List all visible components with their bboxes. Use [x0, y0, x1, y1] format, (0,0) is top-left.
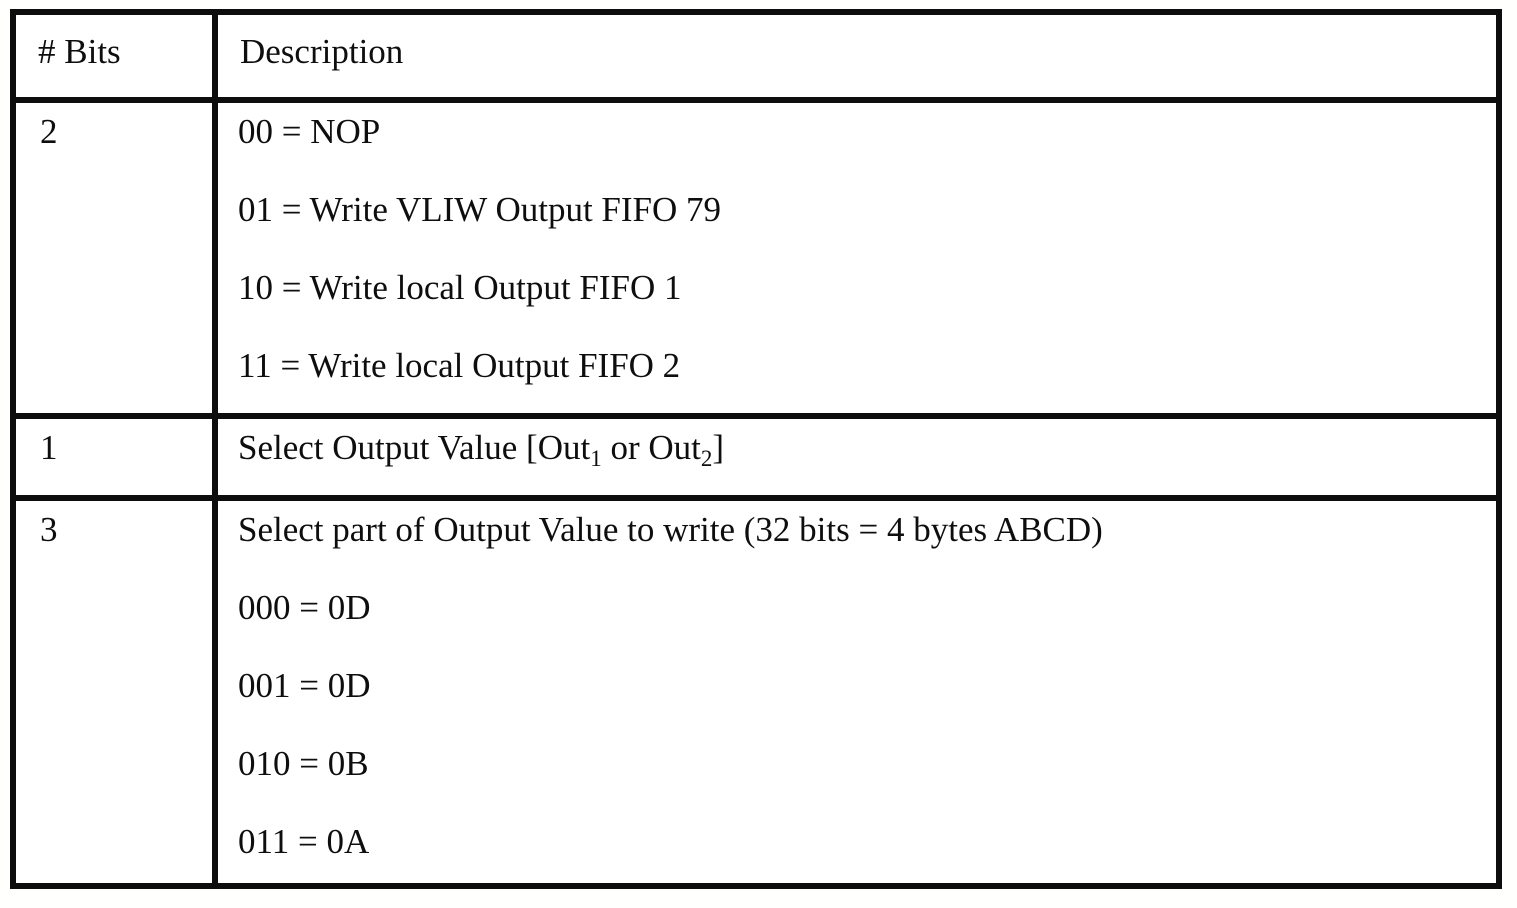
- description-text-segment: or Out: [601, 428, 701, 467]
- table-header-row: # Bits Description: [10, 9, 1502, 103]
- column-header-description: Description: [212, 9, 1502, 103]
- bits-description-table: # Bits Description 2 00 = NOP 01 = Write…: [10, 9, 1502, 889]
- description-line: 11 = Write local Output FIFO 2: [238, 346, 681, 385]
- description-line: 00 = NOP: [238, 112, 381, 151]
- description-text-segment: ]: [712, 428, 725, 467]
- description-line: Select part of Output Value to write (32…: [238, 510, 1103, 549]
- description-cell: Select Output Value [Out1 or Out2]: [212, 413, 1502, 501]
- description-line: 010 = 0B: [238, 744, 369, 783]
- description-line: 011 = 0A: [238, 822, 370, 861]
- table-row-select-part: 3 Select part of Output Value to write (…: [10, 495, 1502, 889]
- description-line: 000 = 0D: [238, 588, 371, 627]
- description-line: 10 = Write local Output FIFO 1: [238, 268, 682, 307]
- bits-value: 1: [10, 413, 218, 501]
- subscript-text: 2: [700, 446, 713, 471]
- bits-value: 3: [10, 495, 218, 889]
- description-cell: Select part of Output Value to write (32…: [212, 495, 1502, 889]
- description-text-segment: Select Output Value [Out: [238, 428, 591, 467]
- description-line: Select Output Value [Out1 or Out2]: [238, 428, 1493, 471]
- column-header-bits: # Bits: [10, 9, 218, 103]
- description-cell: 00 = NOP 01 = Write VLIW Output FIFO 79 …: [212, 97, 1502, 419]
- table-row-opcode: 2 00 = NOP 01 = Write VLIW Output FIFO 7…: [10, 97, 1502, 419]
- description-line: 01 = Write VLIW Output FIFO 79: [238, 190, 722, 229]
- table-row-select-output: 1 Select Output Value [Out1 or Out2]: [10, 413, 1502, 501]
- subscript-text: 1: [590, 446, 602, 471]
- bits-value: 2: [10, 97, 218, 419]
- description-line: 001 = 0D: [238, 666, 371, 705]
